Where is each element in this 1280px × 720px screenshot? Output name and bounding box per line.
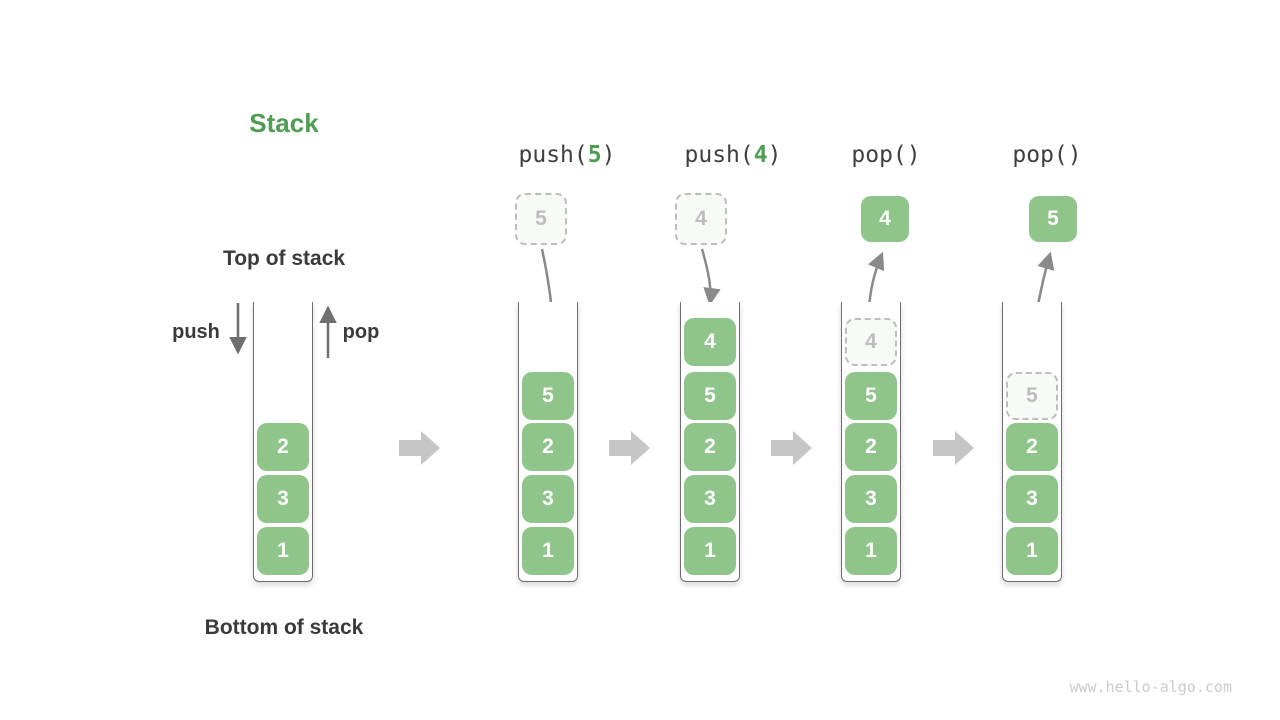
- watermark: www.hello-algo.com: [1069, 678, 1232, 696]
- right-block-arrow-icon: [771, 431, 812, 465]
- stack-element: 1: [1006, 527, 1058, 575]
- stack-element: 2: [1006, 423, 1058, 471]
- stack-element: 2: [257, 423, 309, 471]
- push-label: push: [172, 321, 220, 343]
- top-of-stack-label: Top of stack: [222, 247, 346, 270]
- curved-down-arrow-icon: [700, 248, 721, 306]
- stack-element: 3: [1006, 475, 1058, 523]
- stack-element: 3: [845, 475, 897, 523]
- stack-element: 2: [845, 423, 897, 471]
- op-arg: 5: [587, 142, 602, 168]
- right-block-arrow-icon: [933, 431, 974, 465]
- op-arg: 4: [753, 142, 768, 168]
- op-suffix: ): [1067, 142, 1082, 168]
- ghost-popped-slot: 5: [1006, 372, 1058, 420]
- stack-element: 5: [845, 372, 897, 420]
- right-block-arrow-icon: [609, 431, 650, 465]
- stack-element: 1: [522, 527, 574, 575]
- op-prefix: push(: [684, 142, 754, 168]
- op-prefix: pop(: [1012, 142, 1068, 168]
- stack-element: 5: [684, 372, 736, 420]
- operation-label-pop-2: pop(): [1012, 144, 1081, 167]
- floating-dashed-value: 4: [675, 193, 727, 245]
- stack-element: 3: [684, 475, 736, 523]
- operation-label-push-4: push(4): [685, 144, 782, 167]
- stack-element: 4: [684, 318, 736, 366]
- stack-element: 5: [522, 372, 574, 420]
- op-prefix: pop(: [851, 142, 907, 168]
- right-block-arrow-icon: [399, 431, 440, 465]
- operation-label-push-5: push(5): [519, 144, 616, 167]
- bottom-of-stack-label: Bottom of stack: [204, 616, 364, 639]
- stack-element: 3: [257, 475, 309, 523]
- floating-popped-value: 5: [1029, 196, 1077, 242]
- op-prefix: push(: [518, 142, 588, 168]
- ghost-popped-slot: 4: [845, 318, 897, 366]
- stack-element: 1: [257, 527, 309, 575]
- stack-element: 1: [684, 527, 736, 575]
- op-suffix: ): [767, 142, 782, 168]
- floating-dashed-value: 5: [515, 193, 567, 245]
- pop-label: pop: [342, 321, 380, 343]
- stack-element: 2: [684, 423, 736, 471]
- op-suffix: ): [601, 142, 616, 168]
- stack-element: 3: [522, 475, 574, 523]
- op-suffix: ): [906, 142, 921, 168]
- diagram-title: Stack: [249, 108, 319, 138]
- floating-popped-value: 4: [861, 196, 909, 242]
- operation-label-pop-1: pop(): [851, 144, 920, 167]
- stack-element: 1: [845, 527, 897, 575]
- stack-element: 2: [522, 423, 574, 471]
